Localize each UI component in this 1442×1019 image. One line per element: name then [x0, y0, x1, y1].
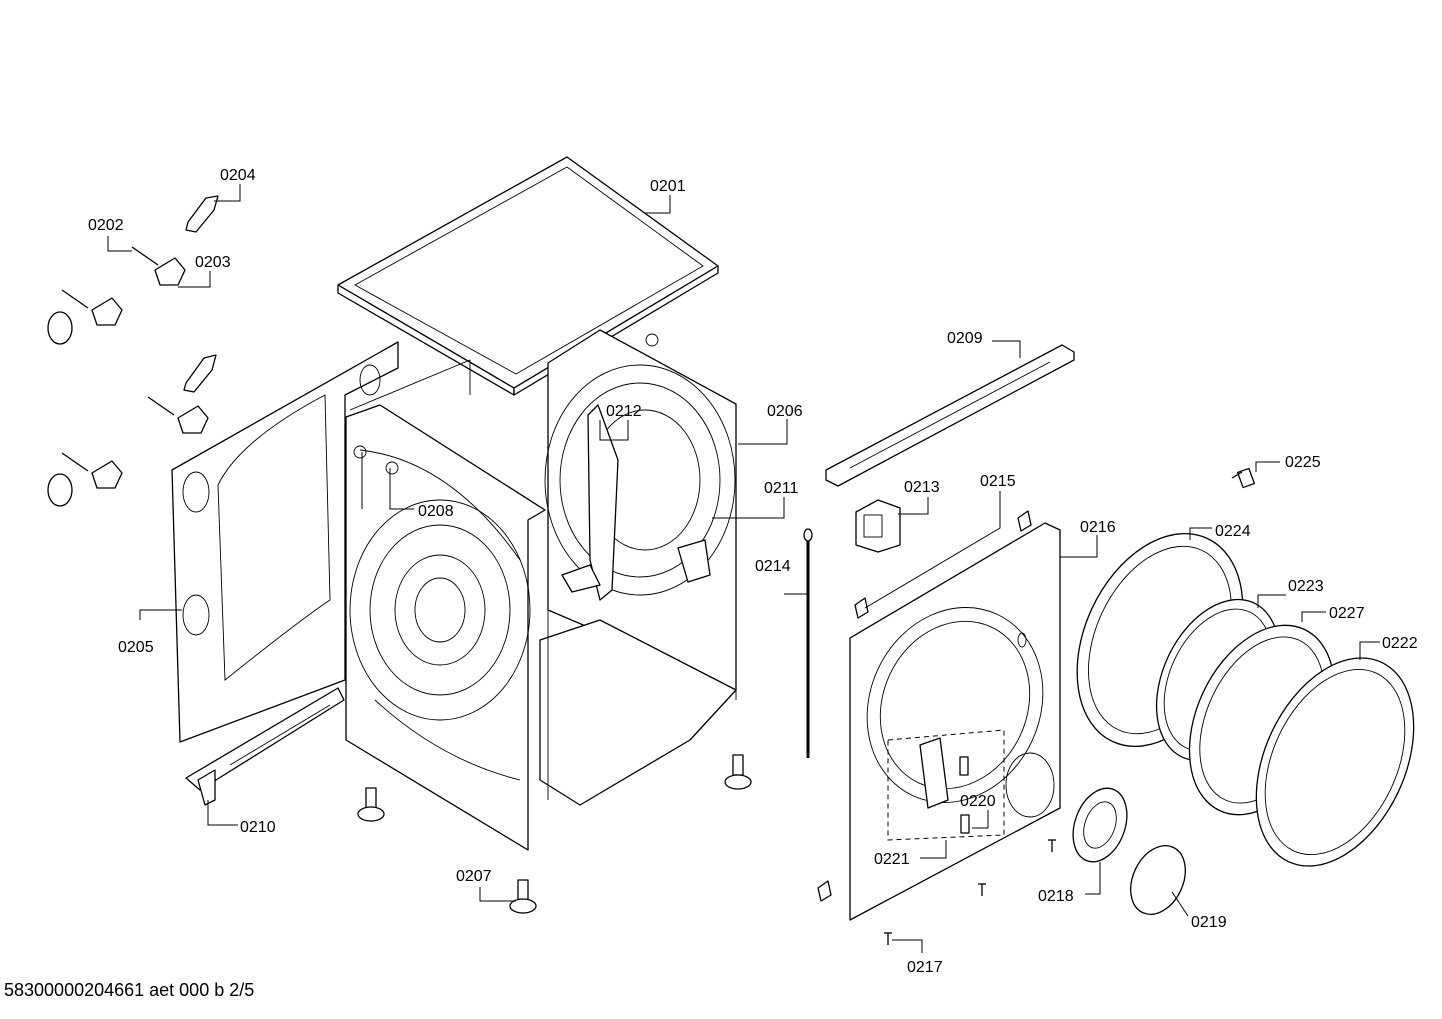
label-0221: 0221 — [874, 851, 910, 868]
part-0222-outer-door-ring[interactable] — [1225, 633, 1442, 892]
label-0208: 0208 — [418, 503, 454, 520]
part-0207-foot[interactable] — [357, 754, 752, 914]
part-0220-0221-hinge-lock-group[interactable] — [887, 729, 1005, 841]
label-0217: 0217 — [907, 959, 943, 976]
label-0215: 0215 — [980, 473, 1016, 490]
label-0211: 0211 — [764, 480, 799, 497]
label-0210: 0210 — [240, 819, 276, 836]
part-0217-screw[interactable] — [884, 839, 1056, 945]
label-0206: 0206 — [767, 403, 803, 420]
part-0212-bracket[interactable] — [561, 404, 711, 601]
part-0213-control-module[interactable] — [855, 499, 901, 553]
part-0216-front-panel[interactable] — [836, 522, 1075, 921]
label-0203: 0203 — [195, 254, 231, 271]
label-0209: 0209 — [947, 330, 983, 347]
label-0224: 0224 — [1215, 523, 1251, 540]
part-0203-shock-mount[interactable] — [47, 257, 209, 507]
label-0219: 0219 — [1191, 914, 1227, 931]
label-0216: 0216 — [1080, 519, 1116, 536]
label-0213: 0213 — [904, 479, 940, 496]
label-0205: 0205 — [118, 639, 154, 656]
label-0225: 0225 — [1285, 454, 1321, 471]
label-0222: 0222 — [1382, 635, 1418, 652]
part-0218-housing[interactable] — [1064, 781, 1137, 870]
part-0202-screw[interactable] — [61, 246, 175, 472]
part-0214-rod[interactable] — [803, 528, 813, 758]
part-0225-lever[interactable] — [1231, 467, 1256, 489]
part-0209-cross-rail[interactable] — [825, 344, 1075, 487]
label-0220: 0220 — [960, 793, 996, 810]
part-0210-base-rail[interactable] — [185, 687, 345, 806]
label-0204: 0204 — [220, 167, 256, 184]
label-0214: 0214 — [755, 558, 791, 575]
label-0218: 0218 — [1038, 888, 1074, 905]
label-0202: 0202 — [88, 217, 124, 234]
label-0207: 0207 — [456, 868, 492, 885]
part-0205-rear-panel[interactable] — [171, 341, 399, 743]
part-side-panel-front[interactable] — [345, 404, 546, 851]
label-0212: 0212 — [606, 403, 642, 420]
part-0204-bracket[interactable] — [183, 195, 219, 393]
part-0219-cover[interactable] — [1120, 837, 1196, 923]
label-0223: 0223 — [1288, 578, 1324, 595]
label-0227: 0227 — [1329, 605, 1365, 622]
label-0201: 0201 — [650, 178, 686, 195]
part-0215-clip[interactable] — [817, 510, 1032, 902]
document-footer-id: 58300000204661 aet 000 b 2/5 — [4, 980, 255, 1000]
leader-lines — [107, 184, 1380, 953]
part-labels: 0201 0202 0203 0204 0205 0206 0207 0208 … — [88, 167, 1418, 976]
